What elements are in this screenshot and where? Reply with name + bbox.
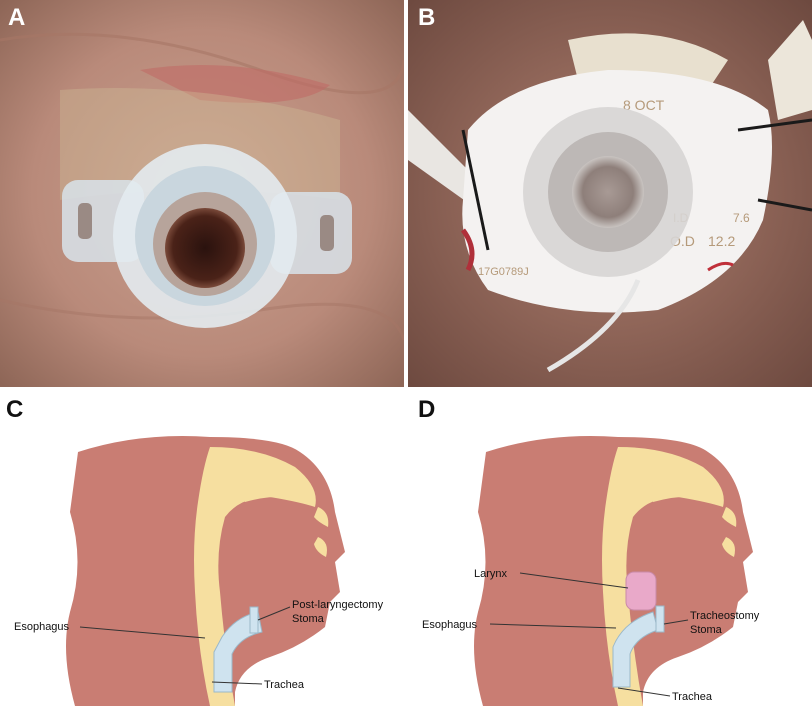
panel-d-letter: D	[418, 396, 436, 423]
panel-c-letter: C	[6, 396, 24, 423]
palate	[648, 483, 720, 502]
label-esophagus: Esophagus	[422, 619, 478, 631]
suture	[461, 129, 490, 251]
palate	[240, 483, 312, 502]
label-trachea: Trachea	[264, 679, 305, 691]
neck-strap-left	[408, 110, 478, 210]
suture	[737, 118, 812, 132]
label-larynx: Larynx	[474, 568, 508, 580]
blood-stain	[707, 261, 734, 272]
skin-redness	[140, 65, 330, 103]
left-tab-slot	[78, 203, 92, 239]
label-stoma-line1: Post-laryngectomy	[292, 599, 384, 611]
leader-esophagus	[489, 623, 617, 629]
lip-upper	[722, 507, 737, 527]
flange-od-value: 12.2	[708, 233, 735, 249]
flange-lot: 17G0789J	[478, 266, 529, 278]
leader-esophagus	[79, 626, 206, 639]
right-tab-slot	[320, 215, 334, 251]
panel-b-photo: 8 OCT I.D 7.6 O.D 12.2 17G0789J	[408, 0, 812, 387]
larynx	[625, 571, 657, 611]
suture	[757, 198, 812, 212]
tube-lumen	[572, 156, 644, 228]
panel-d-diagram: Larynx Esophagus Tracheostomy Stoma Trac…	[422, 436, 760, 706]
panel-a-photo	[0, 0, 404, 387]
leader-stoma	[663, 619, 689, 625]
panel-b: 8 OCT I.D 7.6 O.D 12.2 17G0789J B	[408, 0, 812, 387]
panel-a: A	[0, 0, 404, 387]
panel-b-letter: B	[418, 4, 436, 31]
stoma-opening	[655, 605, 665, 633]
panel-d: Larynx Esophagus Tracheostomy Stoma Trac…	[408, 392, 812, 706]
lip-upper	[314, 507, 329, 527]
cuff-line	[546, 279, 641, 373]
stoma-opening	[249, 606, 259, 634]
leader-stoma	[257, 606, 291, 621]
label-esophagus: Esophagus	[14, 621, 70, 633]
flange-id-value: 7.6	[733, 211, 750, 225]
blood-stain	[460, 228, 475, 272]
panel-c-diagram: Esophagus Post-laryngectomy Stoma Trache…	[14, 436, 384, 706]
stoma-opening	[165, 208, 245, 288]
label-stoma-line2: Stoma	[690, 624, 723, 636]
leader-trachea	[617, 687, 671, 697]
label-stoma-line1: Tracheostomy	[690, 610, 760, 622]
leader-larynx	[519, 572, 629, 589]
panel-c: Esophagus Post-laryngectomy Stoma Trache…	[0, 392, 404, 706]
lip-lower	[722, 537, 735, 557]
lip-lower	[314, 537, 327, 557]
skin-wrinkle	[0, 32, 404, 95]
panel-a-letter: A	[8, 4, 26, 31]
label-stoma-line2: Stoma	[292, 613, 325, 625]
flange-date: 8 OCT	[623, 97, 665, 113]
neck-strap-right	[768, 20, 812, 120]
label-trachea: Trachea	[672, 691, 713, 703]
leader-trachea	[211, 681, 263, 685]
